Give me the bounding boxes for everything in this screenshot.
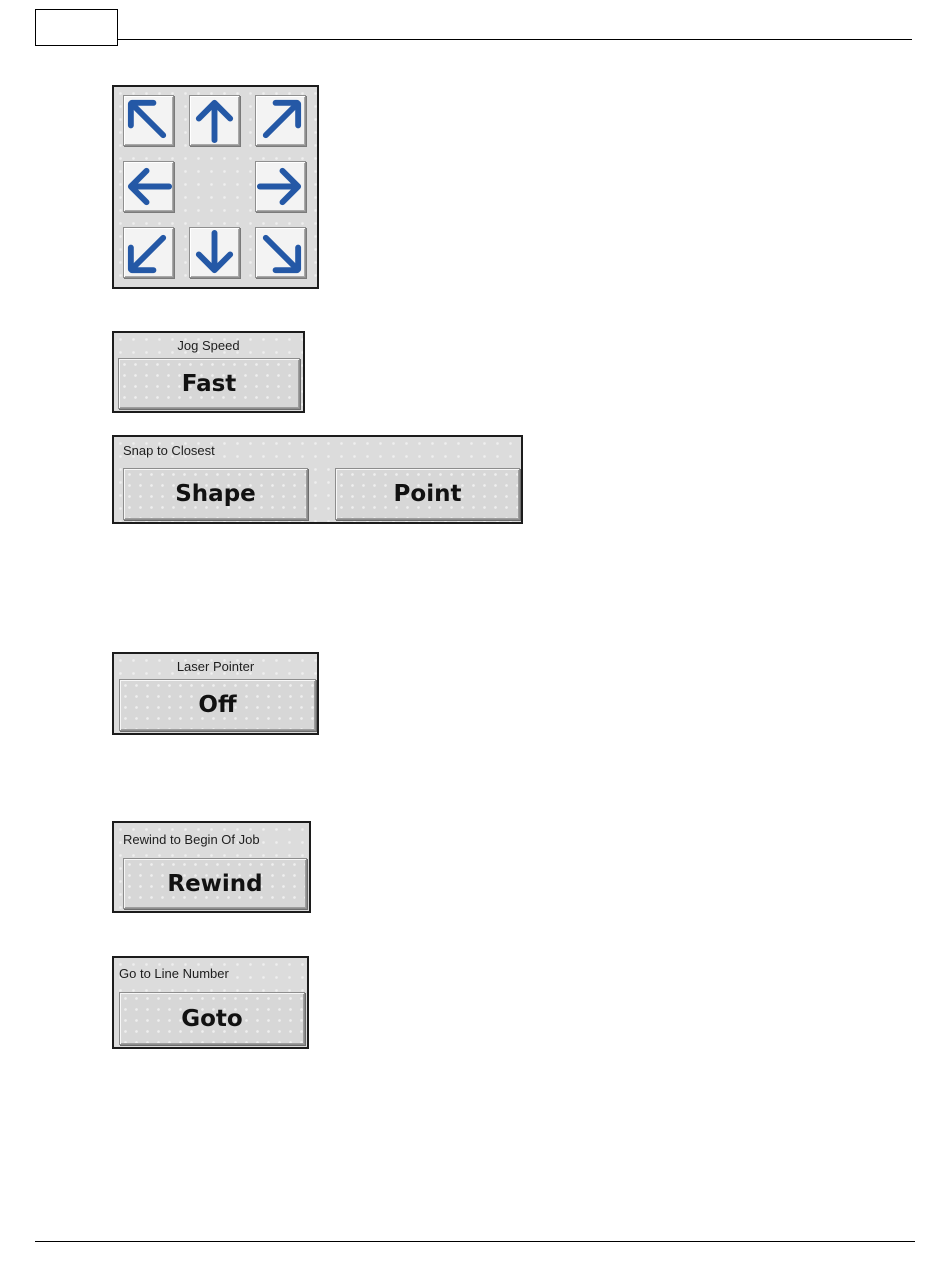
jog-down-button[interactable] (189, 227, 240, 278)
laser-pointer-panel: Laser Pointer Off (112, 652, 319, 735)
arrow-down-left-icon (124, 228, 173, 277)
arrow-up-right-icon (256, 96, 305, 145)
goto-button[interactable]: Goto (119, 992, 305, 1045)
jog-left-button[interactable] (123, 161, 174, 212)
jog-up-button[interactable] (189, 95, 240, 146)
snap-shape-button[interactable]: Shape (123, 468, 308, 520)
snap-to-closest-title: Snap to Closest (123, 444, 215, 458)
goto-line-panel: Go to Line Number Goto (112, 956, 309, 1049)
jog-pad-panel (112, 85, 319, 289)
jog-up-left-button[interactable] (123, 95, 174, 146)
jog-speed-button[interactable]: Fast (118, 358, 300, 409)
jog-right-button[interactable] (255, 161, 306, 212)
jog-up-right-button[interactable] (255, 95, 306, 146)
snap-to-closest-panel: Snap to Closest Shape Point (112, 435, 523, 524)
laser-pointer-button[interactable]: Off (119, 679, 316, 731)
rewind-panel: Rewind to Begin Of Job Rewind (112, 821, 311, 913)
footer-rule (35, 1241, 915, 1242)
laser-pointer-title: Laser Pointer (114, 660, 317, 674)
page-header-tab (35, 9, 118, 46)
jog-speed-title: Jog Speed (114, 339, 303, 353)
arrow-down-right-icon (256, 228, 305, 277)
arrow-right-icon (256, 162, 305, 211)
arrow-left-icon (124, 162, 173, 211)
jog-speed-panel: Jog Speed Fast (112, 331, 305, 413)
snap-point-button[interactable]: Point (335, 468, 520, 520)
jog-down-right-button[interactable] (255, 227, 306, 278)
arrow-down-icon (190, 228, 239, 277)
rewind-title: Rewind to Begin Of Job (123, 833, 260, 847)
goto-line-title: Go to Line Number (119, 967, 229, 981)
header-rule (118, 39, 912, 40)
rewind-button[interactable]: Rewind (123, 858, 307, 909)
arrow-up-left-icon (124, 96, 173, 145)
arrow-up-icon (190, 96, 239, 145)
jog-down-left-button[interactable] (123, 227, 174, 278)
